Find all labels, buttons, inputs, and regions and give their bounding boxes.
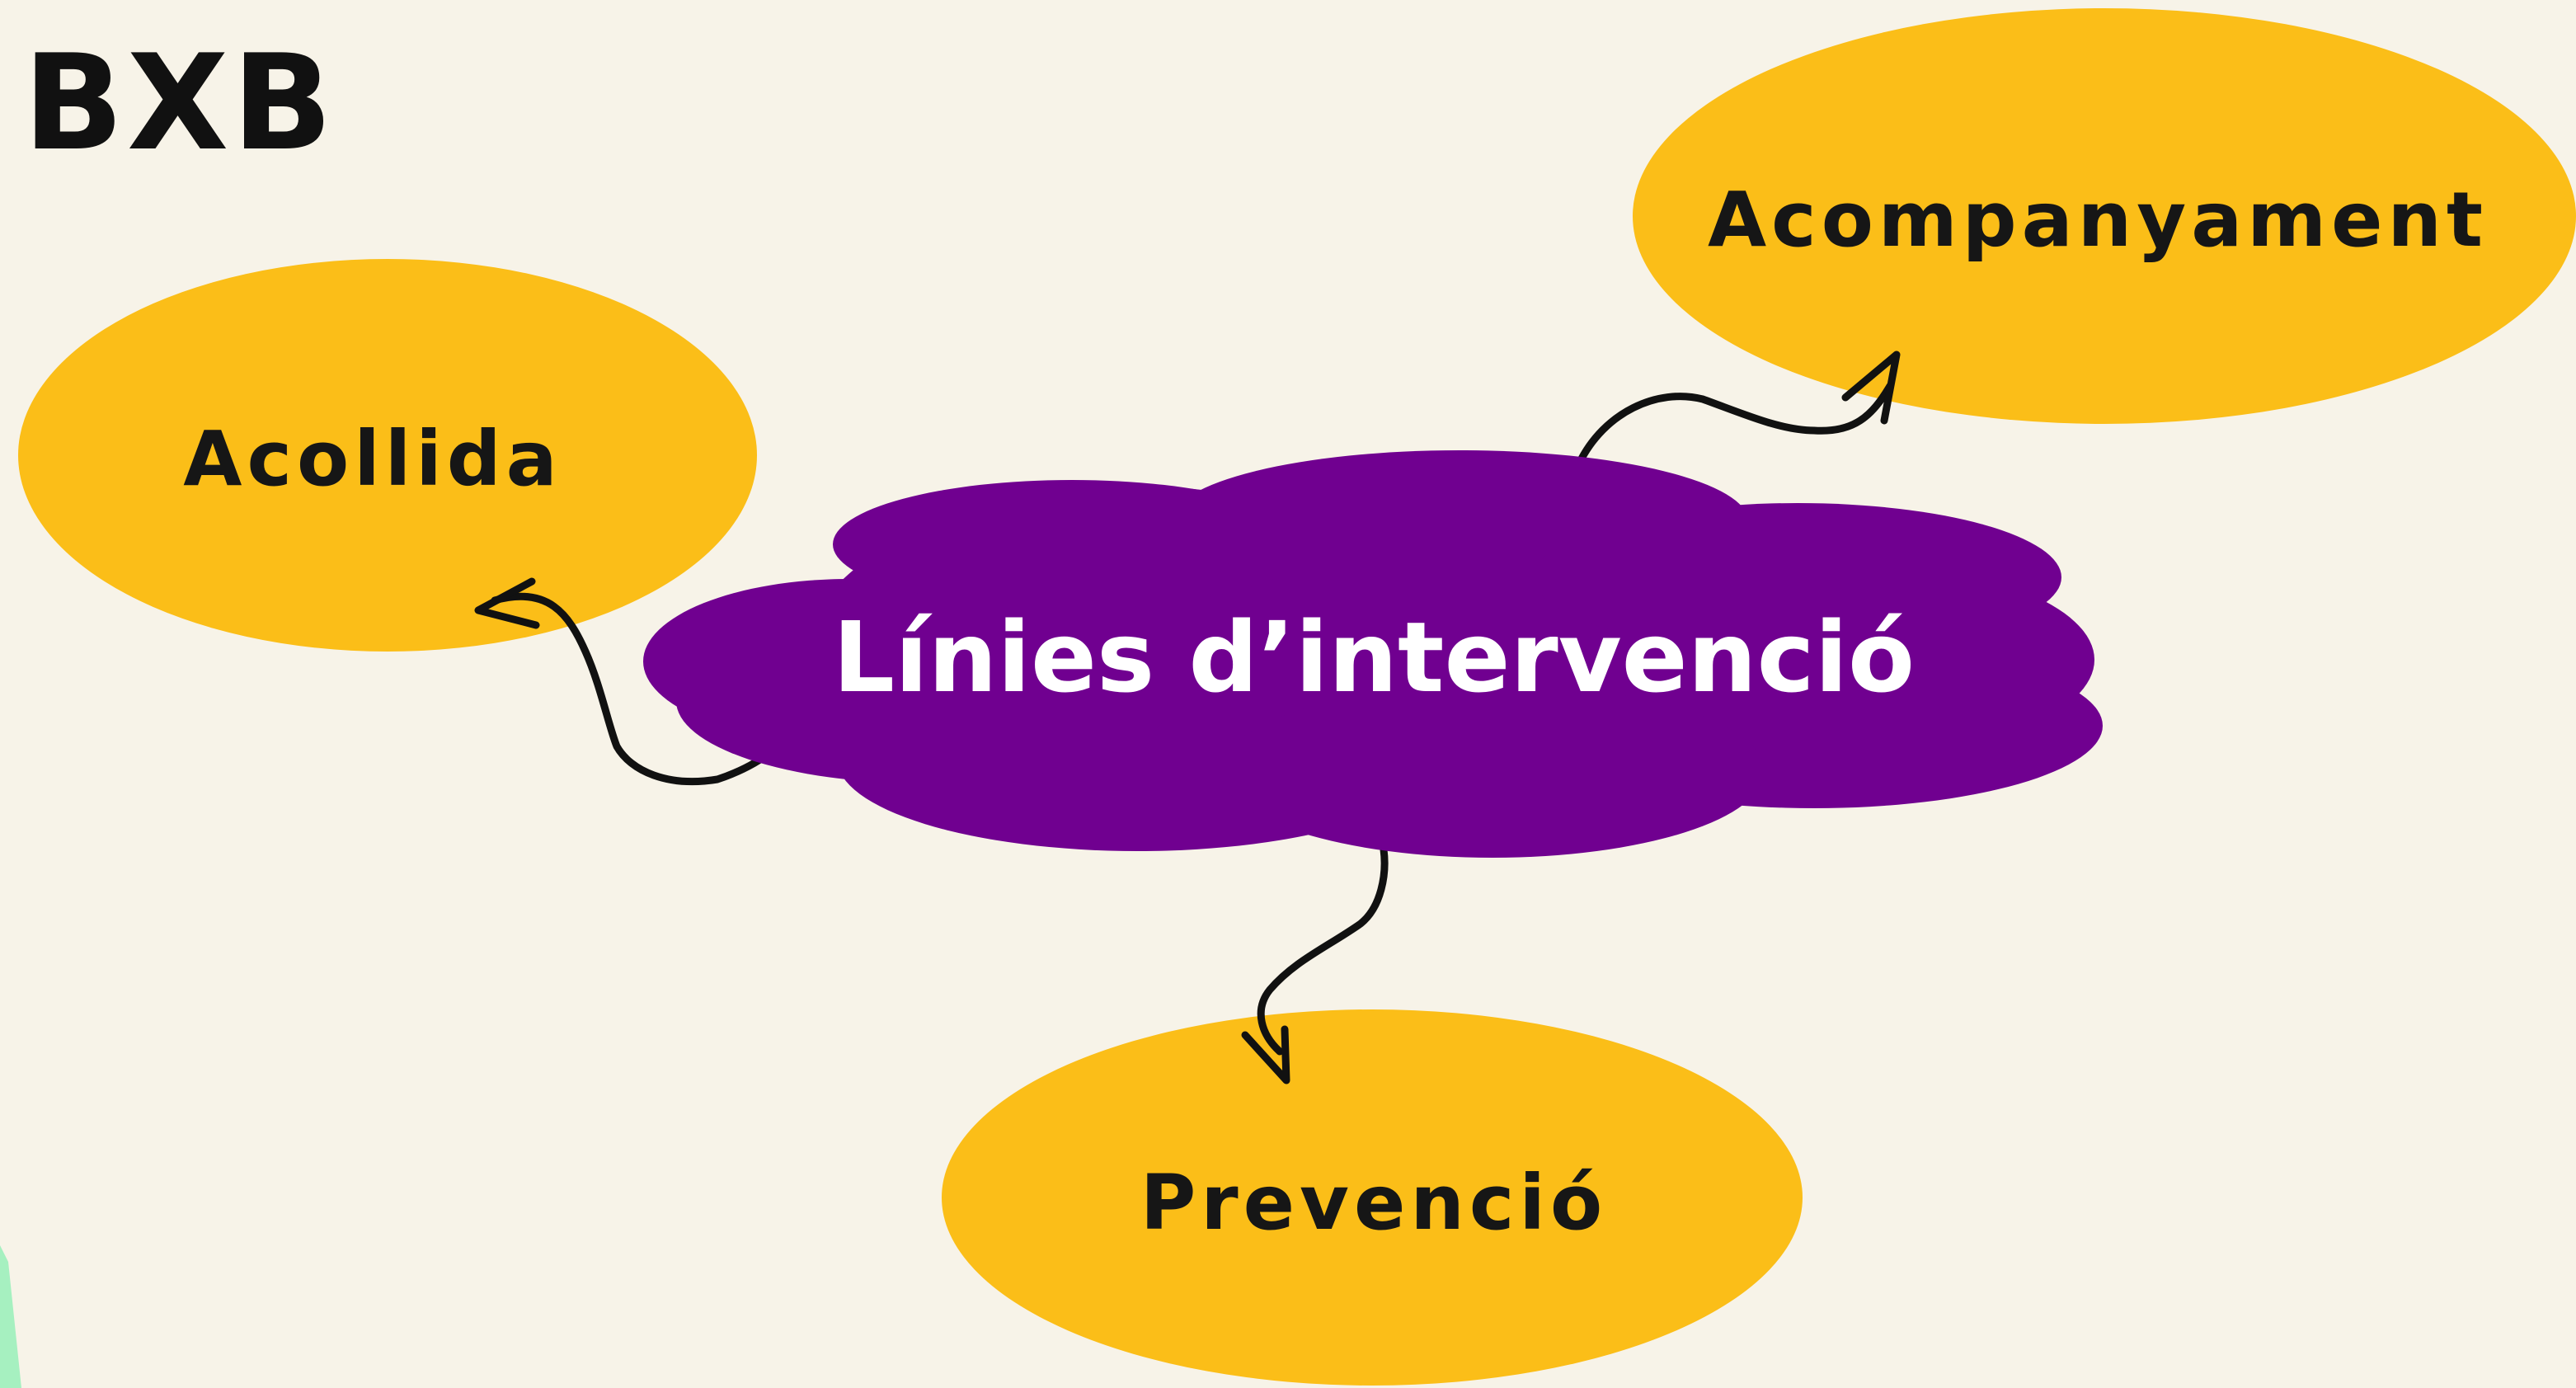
arrowhead-acollida <box>474 577 540 629</box>
node-acollida-label: Acollida <box>183 415 562 503</box>
node-acollida-shape <box>18 259 757 652</box>
connector-acompanyament <box>1575 382 1894 468</box>
connectors <box>474 351 1901 1085</box>
node-prevencio-label: Prevenció <box>1140 1159 1607 1247</box>
center-cloud <box>643 450 2103 858</box>
corner-accent <box>0 1245 21 1388</box>
node-prevencio-shape <box>942 1009 1803 1386</box>
arrowhead-acompanyament <box>1841 351 1901 425</box>
connector-prevencio <box>1257 845 1389 1056</box>
logo-text: BXB <box>23 26 336 180</box>
center-label: Línies d’intervenció <box>833 600 1915 714</box>
node-acompanyament-label: Acompanyament <box>1708 176 2488 264</box>
arrowhead-prevencio <box>1241 1025 1290 1085</box>
connector-acollida <box>491 592 794 786</box>
node-acompanyament-shape <box>1633 8 2576 424</box>
